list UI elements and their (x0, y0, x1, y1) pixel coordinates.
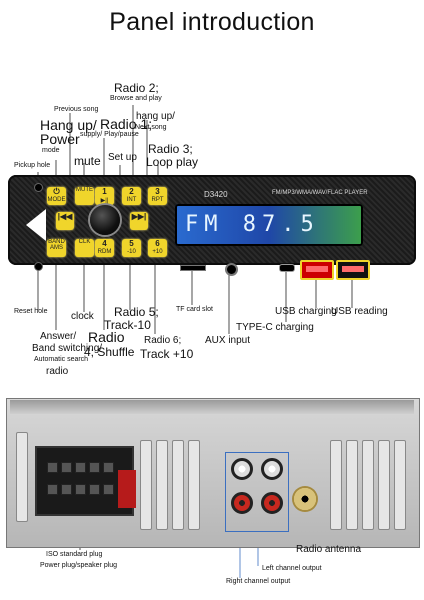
iso-red-clip (118, 470, 136, 508)
model-label: D3420 (204, 190, 228, 199)
format-label: FM/MP3/WMA/WAV/FLAC PLAYER (272, 190, 368, 196)
label-answer-1: Answer/ (40, 331, 77, 342)
vent (330, 440, 342, 530)
aux-jack[interactable] (225, 263, 238, 276)
label-radio4-1: Radio (88, 329, 125, 345)
label-hangup-power-2: Power (40, 131, 80, 147)
rca-red-2[interactable] (261, 492, 283, 514)
label-clock: clock (71, 311, 94, 322)
label-antenna: Radio antenna (296, 544, 362, 555)
rca-red-1[interactable] (231, 492, 253, 514)
vent (346, 440, 358, 530)
rca-group-frame (225, 452, 289, 532)
band-ams-button[interactable]: BAND AMS (47, 239, 66, 257)
vent (16, 432, 28, 522)
label-hangup-power-1: Hang up/ (40, 117, 97, 133)
preset-6-button[interactable]: 6+10 (148, 239, 167, 257)
label-hangup-power-3: mode (42, 147, 60, 154)
page-title: Panel introduction (109, 8, 315, 36)
label-typec: TYPE-C charging (236, 322, 314, 333)
label-setup: Set up (108, 152, 137, 163)
label-previous-song: Previous song (54, 106, 99, 113)
label-aux: AUX input (205, 335, 251, 346)
vent (156, 440, 168, 530)
label-radio5-2: Track-10 (104, 318, 151, 332)
vent (172, 440, 184, 530)
power-mode-button[interactable]: ⏻MODE (47, 187, 66, 205)
lcd-display: FM 87.5 (175, 204, 363, 246)
volume-knob[interactable] (90, 205, 120, 235)
label-mute: mute (74, 154, 101, 168)
preset-5-button[interactable]: 5-10 (122, 239, 141, 257)
label-usb-charging: USB charging (275, 306, 337, 317)
label-radio1-2: supply/ Play/pause (80, 131, 139, 138)
mute-button[interactable]: MUTE (75, 187, 94, 205)
label-iso-1: ISO standard plug (46, 551, 103, 558)
label-pickup-hole: Pickup hole (14, 162, 51, 169)
previous-button[interactable]: |◀◀ (56, 212, 74, 230)
vent (188, 440, 200, 530)
back-top-rail (10, 400, 414, 414)
label-radio5-1: Radio 5; (114, 305, 159, 319)
label-hangup-next-2: Next song (135, 124, 167, 131)
iso-connector[interactable] (35, 446, 134, 516)
display-frequency: FM 87.5 (185, 212, 320, 237)
label-radio2-2: Browse and play (110, 95, 162, 102)
label-hangup-next-1: hang up/ (136, 111, 175, 122)
reset-hole[interactable] (34, 262, 43, 271)
left-arrow-icon (26, 209, 46, 241)
vent (140, 440, 152, 530)
clock-button[interactable]: CLK (75, 239, 94, 257)
label-radio4-2: 4; Shuffle (84, 345, 135, 359)
label-right-channel: Right channel output (226, 578, 291, 585)
rca-white-2[interactable] (261, 458, 283, 480)
next-button[interactable]: ▶▶| (130, 212, 148, 230)
label-radio6-2: Track +10 (140, 347, 194, 361)
label-answer-4: radio (46, 366, 69, 377)
label-radio3-1: Radio 3; (148, 142, 193, 156)
vent (394, 440, 406, 530)
preset-1-button[interactable]: 1▶|| (95, 187, 114, 205)
vent (362, 440, 374, 530)
usb-reading-port[interactable] (336, 260, 370, 280)
typec-port[interactable] (279, 264, 295, 272)
label-reset-hole: Reset hole (14, 308, 48, 315)
label-radio2-1: Radio 2; (114, 81, 159, 95)
label-answer-2: Band switching/ (32, 343, 103, 354)
label-usb-reading: USB reading (331, 306, 388, 317)
label-tf-slot: TF card slot (176, 306, 213, 313)
pickup-hole (34, 183, 43, 192)
antenna-socket[interactable] (292, 486, 318, 512)
label-left-channel: Left channel output (262, 565, 322, 572)
usb-charging-port[interactable] (300, 260, 334, 280)
label-answer-3: Automatic search (34, 356, 89, 363)
label-iso-2: Power plug/speaker plug (40, 562, 118, 569)
rca-white-1[interactable] (231, 458, 253, 480)
vent (378, 440, 390, 530)
label-radio1-1: Radio 1; (100, 116, 153, 132)
tf-card-slot[interactable] (180, 265, 206, 271)
label-radio3-2: Loop play (146, 155, 199, 169)
label-radio6-1: Radio 6; (144, 335, 182, 346)
